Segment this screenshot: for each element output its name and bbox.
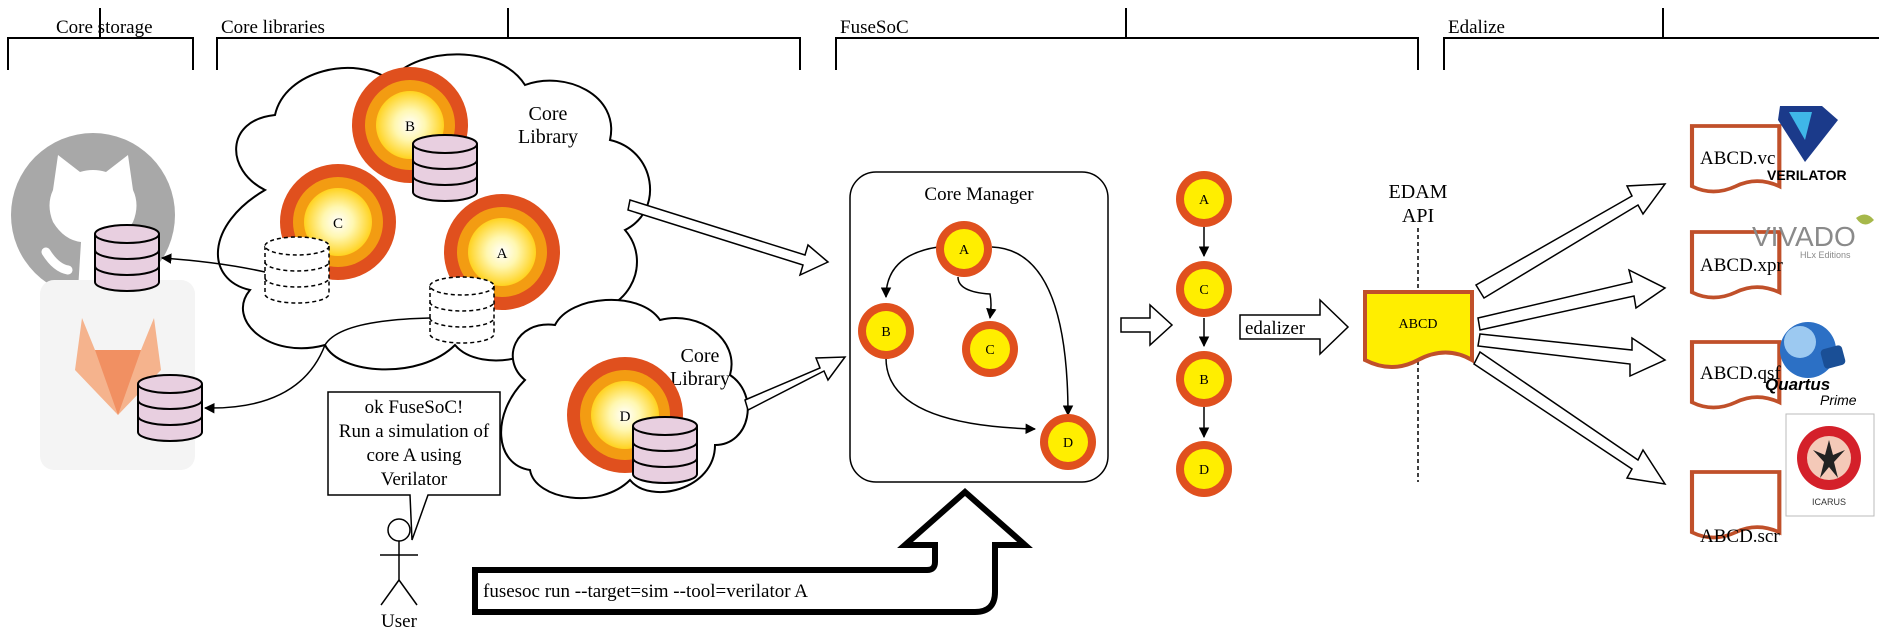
output-doc-scr: ABCD.scr	[1692, 472, 1780, 547]
svg-text:ICARUS: ICARUS	[1812, 497, 1846, 507]
output-arrow-scr	[1473, 350, 1667, 486]
svg-text:core A using: core A using	[367, 445, 462, 466]
edam-label-line2: API	[1402, 205, 1434, 227]
section-label-core-storage: Core storage	[56, 17, 153, 38]
svg-text:VERILATOR: VERILATOR	[1767, 167, 1847, 183]
main-library-label-line1: Core	[529, 103, 568, 125]
library-core-b-database	[412, 134, 478, 202]
library-to-manager-arrow-1	[627, 199, 830, 277]
output-arrow-vc	[1474, 183, 1667, 300]
list-core-a: A	[1176, 171, 1232, 227]
section-label-core-libraries: Core libraries	[221, 17, 325, 38]
svg-text:Run a simulation of: Run a simulation of	[339, 421, 490, 442]
library-to-manager-arrow-2	[744, 356, 847, 412]
edalizer-arrow	[1239, 298, 1350, 356]
edam-label-line1: EDAM	[1389, 181, 1448, 203]
edam-document-label: ABCD	[1399, 317, 1438, 332]
svg-text:Quartus: Quartus	[1765, 375, 1830, 394]
section-bracket-edalize: Edalize	[1443, 8, 1879, 70]
library-core-c-dashed-database	[264, 236, 330, 304]
list-core-d: D	[1176, 441, 1232, 497]
svg-text:Prime: Prime	[1820, 392, 1857, 408]
manager-edge-a-c	[957, 276, 997, 320]
library-core-d-database	[632, 416, 698, 484]
library-core-b: B	[352, 67, 468, 183]
manager-core-a: A	[936, 221, 992, 277]
manager-core-b: B	[858, 303, 914, 359]
list-core-b: B	[1176, 351, 1232, 407]
svg-text:A: A	[959, 243, 970, 258]
manager-core-c: C	[962, 321, 1018, 377]
section-bracket-core-storage: Core storage	[7, 8, 194, 70]
svg-text:C: C	[1199, 283, 1208, 298]
command-text: fusesoc run --target=sim --tool=verilato…	[483, 581, 808, 602]
section-bracket-core-libraries: Core libraries	[216, 8, 801, 70]
svg-text:ABCD.xpr: ABCD.xpr	[1700, 255, 1784, 276]
speech-bubble: ok FuseSoC! Run a simulation of core A u…	[327, 391, 501, 541]
small-library-label-line2: Library	[670, 368, 730, 390]
output-arrow-xpr	[1477, 268, 1667, 331]
library-core-d: D	[567, 357, 683, 473]
svg-text:ABCD.vc: ABCD.vc	[1700, 148, 1775, 169]
user-label: User	[381, 611, 418, 632]
svg-text:A: A	[1199, 193, 1210, 208]
svg-text:ABCD.scr: ABCD.scr	[1700, 526, 1780, 547]
list-core-c: C	[1176, 261, 1232, 317]
edalizer-label: edalizer	[1245, 318, 1306, 339]
output-doc-qsf: ABCD.qsf	[1692, 342, 1781, 408]
svg-text:Verilator: Verilator	[381, 469, 448, 490]
manager-core-d: D	[1040, 414, 1096, 470]
svg-text:A: A	[497, 246, 508, 262]
svg-text:B: B	[1199, 373, 1208, 388]
svg-text:D: D	[620, 409, 631, 425]
section-bracket-fusesoc: FuseSoC	[835, 8, 1419, 70]
svg-text:VIVADO: VIVADO	[1752, 221, 1856, 252]
svg-text:C: C	[985, 343, 994, 358]
output-doc-vc: ABCD.vc	[1692, 126, 1779, 192]
svg-text:D: D	[1199, 463, 1209, 478]
manager-edge-b-d	[885, 357, 1037, 434]
svg-text:ABCD.qsf: ABCD.qsf	[1700, 363, 1781, 384]
main-library-label-line2: Library	[518, 126, 578, 148]
quartus-logo-icon: Quartus Prime	[1765, 322, 1857, 408]
gitlab-core-database	[137, 374, 203, 442]
svg-text:B: B	[405, 119, 415, 135]
storage-link-github	[160, 253, 266, 273]
svg-text:HLx Editions: HLx Editions	[1800, 250, 1851, 260]
user-figure-icon	[380, 518, 418, 606]
command-arrow	[472, 487, 1033, 615]
svg-text:ok FuseSoC!: ok FuseSoC!	[365, 397, 464, 418]
core-manager-title: Core Manager	[924, 184, 1034, 205]
section-label-fusesoc: FuseSoC	[840, 17, 909, 38]
library-core-a: A	[444, 194, 560, 310]
small-library-label-line1: Core	[681, 345, 720, 367]
svg-text:D: D	[1063, 436, 1073, 451]
library-core-c: C	[280, 164, 396, 280]
vivado-logo-icon: VIVADO HLx Editions	[1752, 214, 1874, 260]
section-label-edalize: Edalize	[1448, 17, 1505, 38]
icarus-logo-icon: ICARUS	[1785, 413, 1875, 517]
manager-edge-a-b	[880, 246, 939, 299]
output-doc-xpr: ABCD.xpr	[1692, 232, 1784, 298]
edam-document	[1363, 290, 1474, 369]
svg-text:B: B	[881, 325, 890, 340]
svg-text:C: C	[333, 216, 343, 232]
manager-to-list-arrow	[1120, 303, 1174, 347]
output-arrow-qsf	[1477, 333, 1667, 378]
library-core-a-dashed-database	[429, 276, 495, 344]
manager-edge-a-d	[991, 246, 1074, 417]
verilator-logo-icon: VERILATOR	[1767, 106, 1847, 183]
github-core-database	[94, 224, 160, 292]
storage-link-gitlab	[203, 317, 431, 414]
